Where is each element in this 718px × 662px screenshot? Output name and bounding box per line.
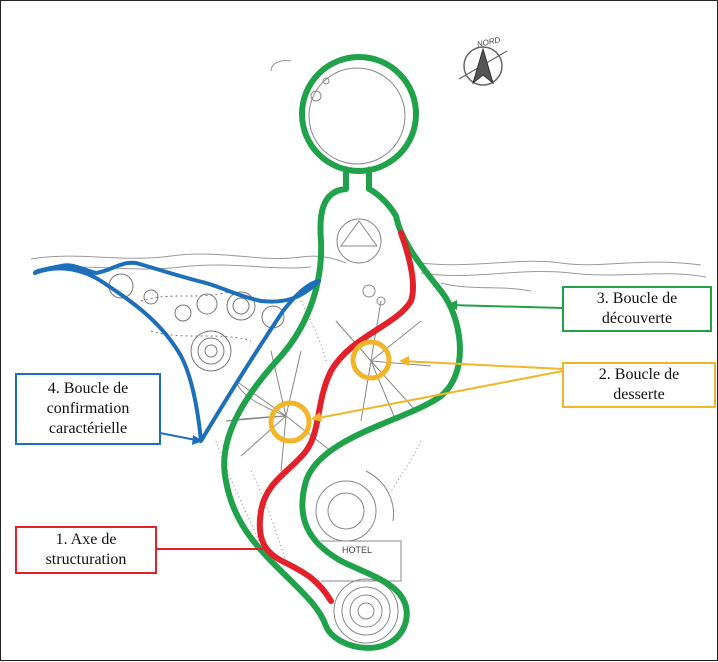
compass-label: NORD (476, 35, 501, 49)
callout-boucle-decouverte: 3. Boucle de découverte (562, 286, 712, 332)
axe-structuration-path (260, 233, 413, 601)
callout-axe-structuration: 1. Axe de structuration (15, 526, 157, 574)
callout-line: structuration (46, 550, 127, 570)
hotel-label: HOTEL (342, 545, 372, 555)
north-compass-icon (459, 47, 507, 85)
callout-boucle-desserte: 2. Boucle de desserte (562, 362, 716, 408)
west-island-sketch (109, 274, 284, 371)
callout-line: caractérielle (49, 419, 127, 439)
callout-line: découverte (602, 309, 672, 329)
callout-line: 1. Axe de (56, 530, 117, 550)
callout-line: desserte (613, 385, 665, 405)
callout-line: 4. Boucle de (48, 379, 128, 399)
callout-line: confirmation (47, 399, 130, 419)
callout-line: 2. Boucle de (599, 365, 679, 385)
callout-line: 3. Boucle de (597, 289, 677, 309)
callout-boucle-confirmation: 4. Boucle de confirmation caractérielle (15, 373, 161, 445)
